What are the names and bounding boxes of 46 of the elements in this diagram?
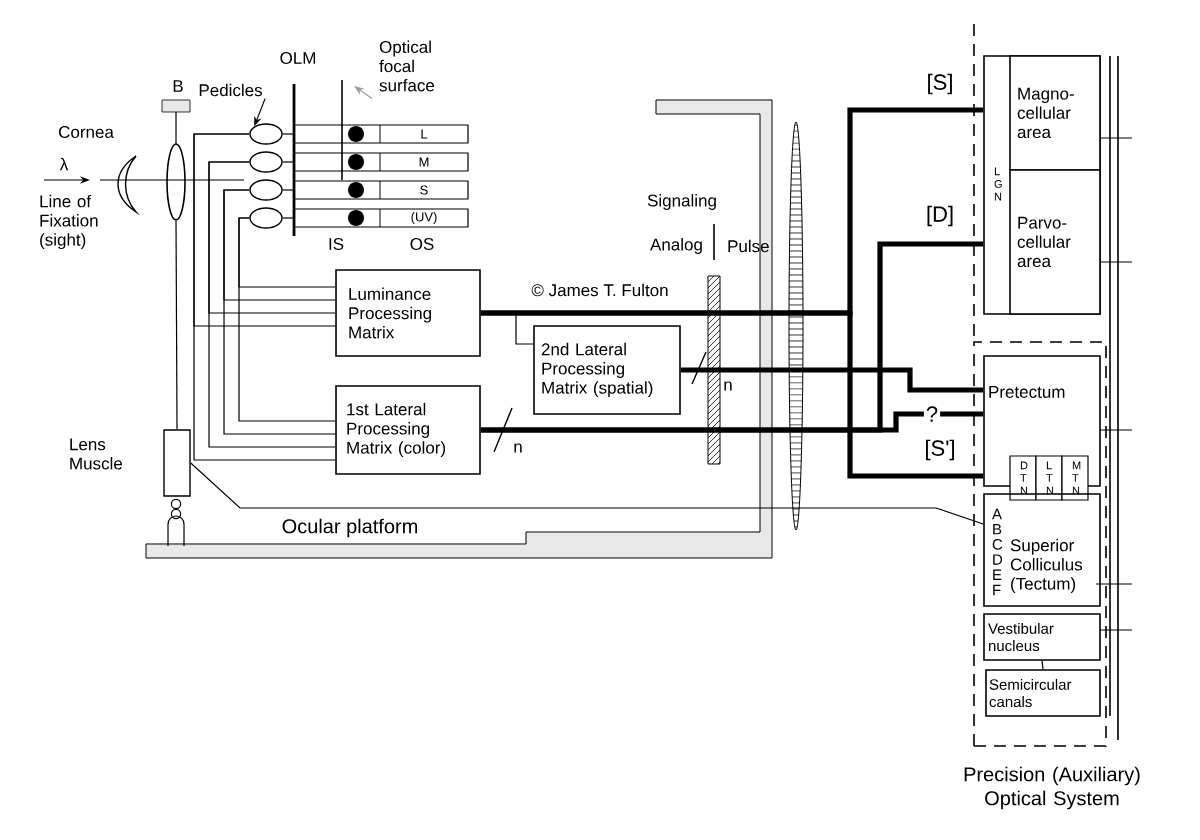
processing-box: Luminance Processing Matrix: [335, 269, 481, 357]
signal-label: Pulse: [728, 239, 769, 253]
edge-label: ?: [923, 404, 941, 424]
axis-label: Line of Fixation (sight): [40, 194, 98, 250]
pedicle-ellipse: [249, 151, 283, 173]
connector-line: [238, 217, 336, 422]
connector-line: [354, 86, 373, 100]
greek-letter: λ: [59, 157, 69, 171]
connector-line: [1041, 660, 1044, 670]
connector-line: [480, 310, 984, 479]
edge-label: [S']: [922, 437, 958, 463]
bus-width-label: n: [514, 443, 522, 453]
part-label: Ocular platform: [282, 518, 417, 538]
part-label: Cornea: [59, 126, 114, 138]
connector-line: [175, 220, 178, 430]
signal-label: Analog: [650, 238, 702, 254]
connector-line: [480, 411, 984, 433]
connector-line: [282, 189, 294, 191]
processing-box: 2nd Lateral Processing Matrix (spatial): [533, 325, 681, 415]
processing-box: 1st Lateral Processing Matrix (color): [335, 385, 481, 475]
connector-line: [282, 217, 294, 219]
pedicle-ellipse: [249, 123, 283, 145]
callout-text: Optical focal surface: [379, 40, 435, 92]
node-label: Precision (Auxiliary) Optical System: [964, 766, 1140, 810]
connector-line: [680, 367, 984, 393]
bus-width-label: n: [721, 379, 735, 393]
processing-box: Parvo-cellular area: [1009, 169, 1101, 315]
edge-label: [S]: [924, 71, 956, 97]
edge-label: [D]: [923, 203, 957, 229]
connector-line: [282, 133, 294, 135]
part-label: IS: [329, 238, 344, 250]
callout-text: Pedicles: [199, 83, 263, 97]
connector-line: [223, 189, 336, 435]
part-label: OS: [410, 238, 434, 250]
connector-line: [208, 161, 336, 448]
pedicle-ellipse: [249, 207, 283, 229]
connector-line: [282, 161, 294, 163]
signal-label: Signaling: [647, 194, 716, 210]
pedicle-ellipse: [249, 179, 283, 201]
muscle-label: Lens Muscle: [70, 438, 123, 470]
part-label: OLM: [280, 52, 316, 64]
connector-line: [190, 462, 984, 525]
connector-line: [193, 133, 336, 461]
processing-box: Magno-cellular area: [1009, 55, 1101, 171]
copyright-note: © James T. Fulton: [531, 283, 668, 297]
lens-drawing: [161, 99, 191, 221]
